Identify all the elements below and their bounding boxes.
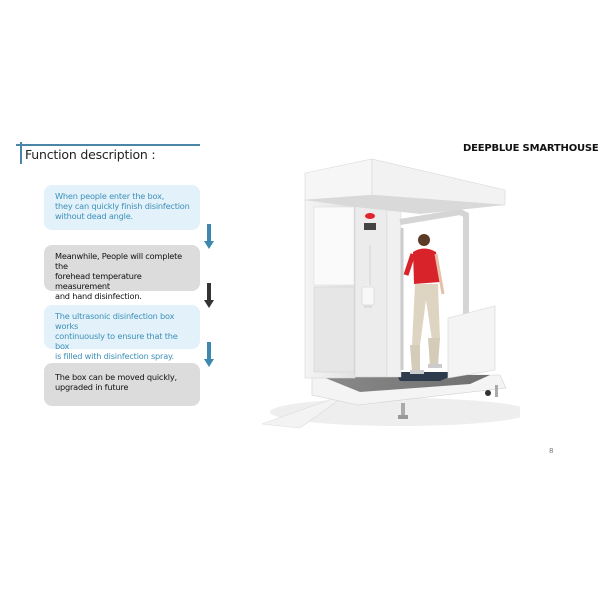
arrow-down-icon: [204, 224, 214, 250]
step-box-3: The ultrasonic disinfection box works co…: [44, 305, 200, 361]
title-marker: [20, 142, 22, 164]
step-text-line: upgraded in future: [55, 382, 129, 392]
step-text-line: they can quickly finish disinfection: [55, 201, 190, 211]
step-box-2: Meanwhile, People will complete the fore…: [44, 245, 200, 301]
step-text-line: The box can be moved quickly,: [55, 372, 177, 382]
step-text-line: and hand disinfection.: [55, 291, 142, 301]
step-text-line: continuously to ensure that the box: [55, 331, 178, 351]
page-number: 8: [549, 447, 554, 455]
step-text-line: forehead temperature measurement: [55, 271, 142, 291]
disinfection-booth-image: [261, 158, 520, 429]
title-underline: [16, 144, 200, 146]
step-box-1: When people enter the box, they can quic…: [44, 185, 200, 230]
arrow-down-icon: [204, 283, 214, 309]
step-text-line: When people enter the box,: [55, 191, 165, 201]
arrow-down-icon: [204, 342, 214, 368]
brand-name: DEEPBLUE SMARTHOUSE: [463, 143, 599, 154]
step-box-4: The box can be moved quickly, upgraded i…: [44, 363, 200, 406]
slide-title: Function description :: [25, 147, 156, 162]
step-text-line: The ultrasonic disinfection box works: [55, 311, 175, 331]
step-text-line: is filled with disinfection spray.: [55, 351, 174, 361]
step-text-line: without dead angle.: [55, 211, 133, 221]
step-text-line: Meanwhile, People will complete the: [55, 251, 182, 271]
